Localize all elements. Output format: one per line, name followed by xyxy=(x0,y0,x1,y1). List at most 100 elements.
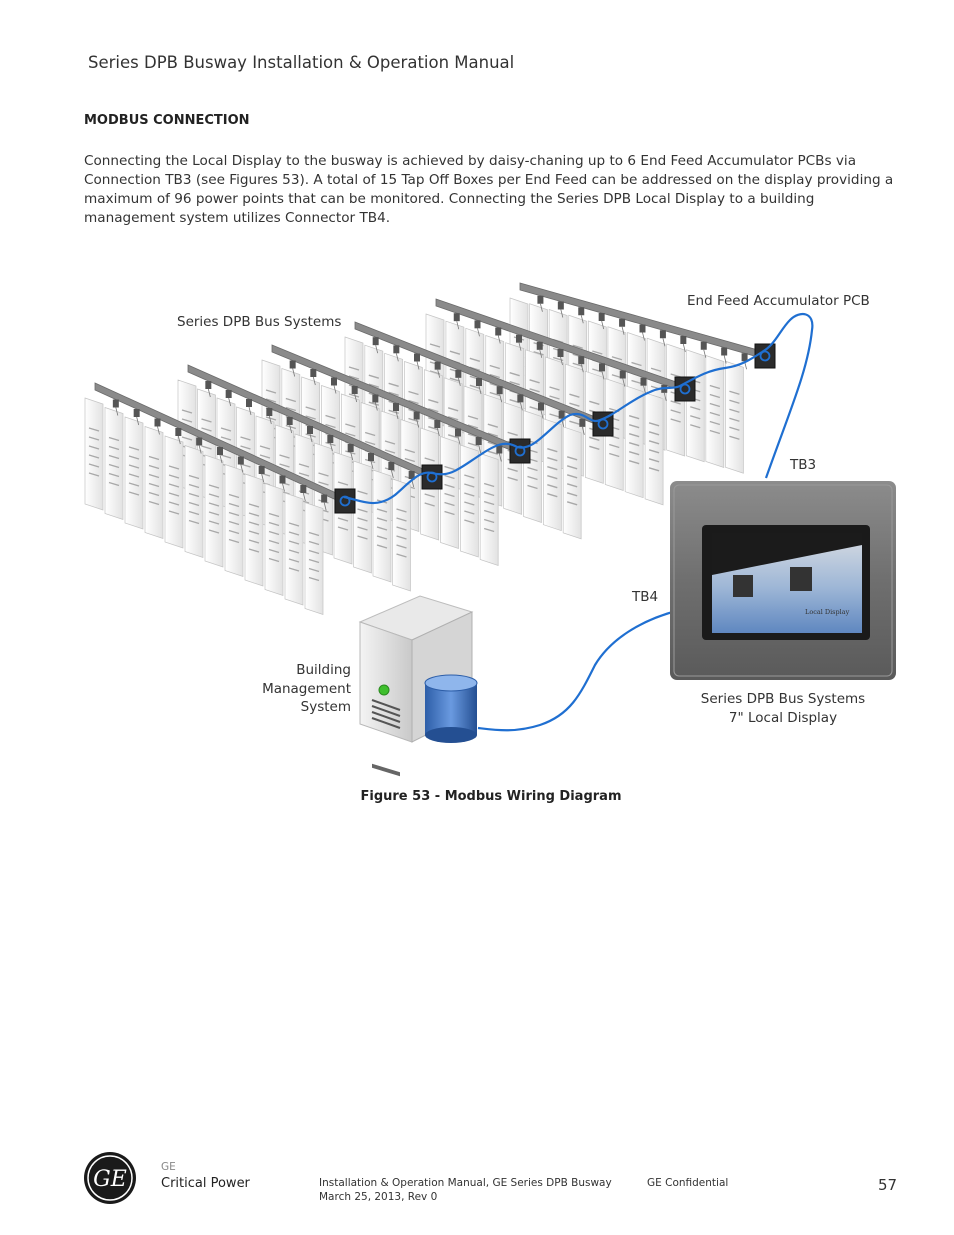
tap-off-cable xyxy=(395,410,399,420)
cabinet-vent xyxy=(507,467,518,473)
tap-off-cable xyxy=(323,502,327,511)
tap-off-box xyxy=(393,403,399,411)
cabinet-vent xyxy=(509,371,520,377)
tap-off-cable xyxy=(309,433,313,443)
cabinet-vent xyxy=(572,344,583,349)
cabinet-vent xyxy=(188,492,200,498)
tap-off-cable xyxy=(375,345,379,354)
tap-off-cable xyxy=(540,410,544,419)
cabinet-vent xyxy=(148,455,160,461)
tap-off-box xyxy=(474,320,481,329)
cabinet-vent xyxy=(609,452,620,458)
cabinet-vent xyxy=(368,401,380,406)
cabinet-vent xyxy=(259,445,271,450)
tap-off-cable xyxy=(437,369,441,378)
cabinet-vent xyxy=(670,400,681,405)
cabinet-vent xyxy=(288,549,300,554)
cabinet-vent xyxy=(569,402,580,407)
cabinet-vent xyxy=(592,350,603,355)
cabinet-vent xyxy=(148,473,160,479)
cabinet-vent xyxy=(408,390,419,396)
cabinet-vent xyxy=(128,491,140,496)
end-feed-port xyxy=(759,350,771,362)
cabinet-vent xyxy=(308,540,320,546)
tap-off-cable xyxy=(622,378,626,387)
cabinet-vent xyxy=(228,520,240,526)
end-feed-box xyxy=(754,343,776,369)
cabinet-vent xyxy=(265,389,277,394)
cabinet-vent xyxy=(589,400,600,406)
tap-off-box xyxy=(300,485,307,493)
cabinet-vent xyxy=(628,459,640,465)
cabinet-vent xyxy=(208,520,220,525)
cabinet-vent xyxy=(449,350,461,355)
tap-off-box xyxy=(112,399,119,408)
tap-off-box xyxy=(536,341,543,350)
cabinet-vent xyxy=(248,539,260,544)
cabinet-vent xyxy=(108,481,120,487)
cabinet-vent xyxy=(549,386,560,391)
cabinet-vent xyxy=(648,458,660,463)
screen-caption: Local Display xyxy=(805,608,850,616)
tap-off-cable xyxy=(519,402,523,411)
tap-off-box xyxy=(196,437,203,446)
cabinet xyxy=(204,454,224,568)
cabinet-vent xyxy=(128,464,140,469)
tap-off-cable xyxy=(539,349,543,358)
tap-off-cable xyxy=(682,343,686,353)
tap-off-box xyxy=(516,334,522,343)
cabinet-vent xyxy=(631,361,642,367)
tap-off-box xyxy=(579,418,586,427)
cabinet-vent xyxy=(483,491,495,497)
tap-off-cable xyxy=(198,445,202,454)
cabinet-vent xyxy=(709,384,721,390)
cabinet-vent xyxy=(298,472,310,477)
cabinet-vent xyxy=(424,457,435,462)
cabinet-vent xyxy=(566,483,578,488)
cabinet-vent xyxy=(507,476,518,482)
cabinet-vent xyxy=(376,535,388,540)
cabinet xyxy=(84,397,104,511)
cabinet-vent xyxy=(670,418,681,423)
cabinet-vent xyxy=(444,501,455,507)
cabinet-vent xyxy=(388,382,399,388)
cabinet-vent xyxy=(533,351,544,356)
cabinet-vent xyxy=(396,553,407,558)
tap-off-cable xyxy=(498,453,502,462)
cabinet-vent xyxy=(572,362,583,367)
cabinet-vent xyxy=(268,512,280,518)
cabinet-vent xyxy=(201,418,212,423)
tap-off-box xyxy=(246,399,252,407)
tap-off-box xyxy=(557,349,564,357)
cabinet-vent xyxy=(507,431,518,437)
tap-off-box xyxy=(496,445,503,454)
cabinet-vent xyxy=(248,548,260,553)
cabinet-vent xyxy=(690,415,701,420)
tap-off-cable xyxy=(177,435,181,445)
cabinet-vent xyxy=(444,474,455,480)
cabinet xyxy=(104,407,124,520)
cabinet-vent xyxy=(308,567,320,573)
tap-off-cable xyxy=(723,355,727,364)
cabinet-vent xyxy=(489,382,500,388)
cabinet-vent xyxy=(348,366,360,371)
page-number: 57 xyxy=(878,1176,898,1194)
cabinet-vent xyxy=(487,432,499,437)
cabinet xyxy=(284,492,304,606)
cabinet-vent xyxy=(148,464,160,470)
cabinet-vent xyxy=(424,502,435,507)
tap-off-box xyxy=(599,363,605,372)
end-feed-box xyxy=(674,376,696,402)
cabinet-vent xyxy=(201,445,212,450)
section-heading: MODBUS CONNECTION xyxy=(84,113,250,128)
tap-off-box xyxy=(700,341,707,350)
cabinet-vent xyxy=(318,472,329,477)
cabinet-vent xyxy=(527,466,538,472)
tap-off-box xyxy=(680,336,687,344)
cabinet-vent xyxy=(384,440,396,445)
cabinet-vent xyxy=(396,544,407,549)
cabinet-vent xyxy=(547,456,558,462)
tap-off-box xyxy=(496,386,503,395)
modbus-daisy-chain-cable xyxy=(343,351,763,505)
cabinet-vent xyxy=(384,449,396,454)
